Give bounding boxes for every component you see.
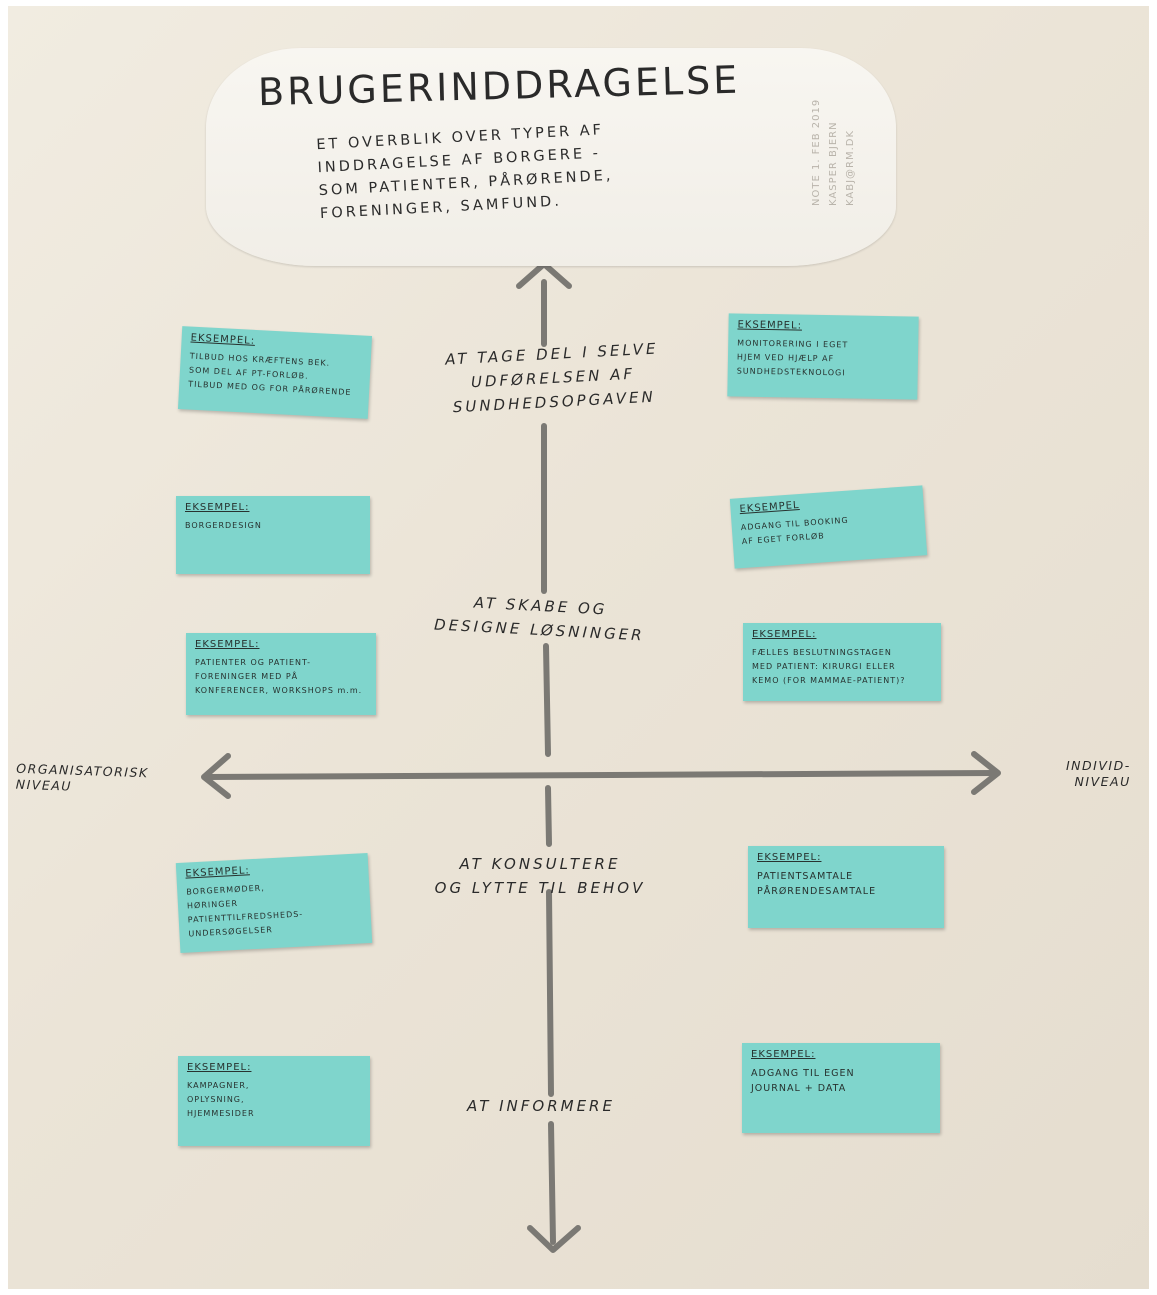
sticky-note-text: MONITORERING I EGET HJEM VED HJÆLP AF SU… <box>736 338 849 378</box>
sticky-note-header: EKSEMPEL: <box>752 629 817 640</box>
sticky-note-example: EKSEMPEL: TILBUD HOS KRÆFTENS BEK. SOM D… <box>177 326 373 419</box>
sticky-note-example: EKSEMPEL: PATIENTSAMTALE PÅRØRENDESAMTAL… <box>748 846 944 928</box>
vertical-axis-segment <box>548 1121 556 1245</box>
sticky-note-text: BORGERMØDER, HØRINGER PATIENTTILFREDSHED… <box>186 883 304 939</box>
sticky-note-header: EKSEMPEL: <box>190 332 256 347</box>
poster-paper: BRUGERINDDRAGELSE ET OVERBLIK OVER TYPER… <box>8 6 1149 1289</box>
level-label-participate: AT TAGE DEL I SELVE UDFØRELSEN AF SUNDHE… <box>444 339 659 417</box>
sticky-note-text: TILBUD HOS KRÆFTENS BEK. SOM DEL AF PT-F… <box>188 351 352 398</box>
arrow-right-icon <box>971 751 1001 795</box>
level-label-inform: AT INFORMERE <box>467 1097 615 1115</box>
sticky-note-example: EKSEMPEL: FÆLLES BESLUTNINGSTAGEN MED PA… <box>743 623 941 701</box>
sticky-note-header: EKSEMPEL: <box>185 502 250 513</box>
sticky-note-example: EKSEMPEL: ADGANG TIL EGEN JOURNAL + DATA <box>742 1043 940 1133</box>
axis-label-right: INDIVID- NIVEAU <box>1066 758 1131 789</box>
sticky-note-example: EKSEMPEL: BORGERMØDER, HØRINGER PATIENTT… <box>175 853 373 953</box>
vertical-axis-segment <box>543 643 551 757</box>
sticky-note-example: EKSEMPEL: PATIENTER OG PATIENT- FORENING… <box>186 633 376 715</box>
sticky-note-header: EKSEMPEL: <box>195 639 260 650</box>
horizontal-axis <box>205 770 999 780</box>
title-card <box>206 48 896 266</box>
sticky-note-text: BORGERDESIGN <box>185 521 262 530</box>
vertical-axis-segment <box>545 785 552 847</box>
axes-diagram <box>201 261 1001 1253</box>
sticky-note-example: EKSEMPEL: BORGERDESIGN <box>176 496 370 574</box>
level-label-consult: AT KONSULTERE OG LYTTE TIL BEHOV <box>434 855 646 897</box>
sticky-note-header: EKSEMPEL: <box>751 1049 816 1060</box>
sticky-note-text: ADGANG TIL BOOKING AF EGET FORLØB <box>740 515 849 547</box>
sticky-note-example: EKSEMPEL: KAMPAGNER, OPLYSNING, HJEMMESI… <box>178 1056 370 1146</box>
sticky-note-example: EKSEMPEL: MONITORERING I EGET HJEM VED H… <box>727 313 919 400</box>
sticky-note-header: EKSEMPEL: <box>187 1062 252 1073</box>
author-note: NOTE 1. FEB 2019 KASPER BJERN KABJ@RM.DK <box>811 98 856 206</box>
vertical-axis-segment <box>546 889 554 1097</box>
arrow-down-icon <box>527 1225 581 1253</box>
sticky-note-header: EKSEMPEL: <box>185 865 251 880</box>
sticky-note-text: PATIENTSAMTALE PÅRØRENDESAMTALE <box>757 871 877 897</box>
sticky-note-text: FÆLLES BESLUTNINGSTAGEN MED PATIENT: KIR… <box>752 648 906 685</box>
sticky-note-header: EKSEMPEL: <box>737 319 803 332</box>
arrow-left-icon <box>201 753 231 799</box>
sticky-note-example: EKSEMPEL ADGANG TIL BOOKING AF EGET FORL… <box>729 485 928 569</box>
sticky-note-text: KAMPAGNER, OPLYSNING, HJEMMESIDER <box>187 1081 255 1118</box>
sticky-note-header: EKSEMPEL: <box>757 852 822 863</box>
axis-label-left: ORGANISATORISK NIVEAU <box>15 760 149 794</box>
sticky-note-text: PATIENTER OG PATIENT- FORENINGER MED PÅ … <box>195 658 363 695</box>
sticky-note-text: ADGANG TIL EGEN JOURNAL + DATA <box>751 1068 855 1094</box>
